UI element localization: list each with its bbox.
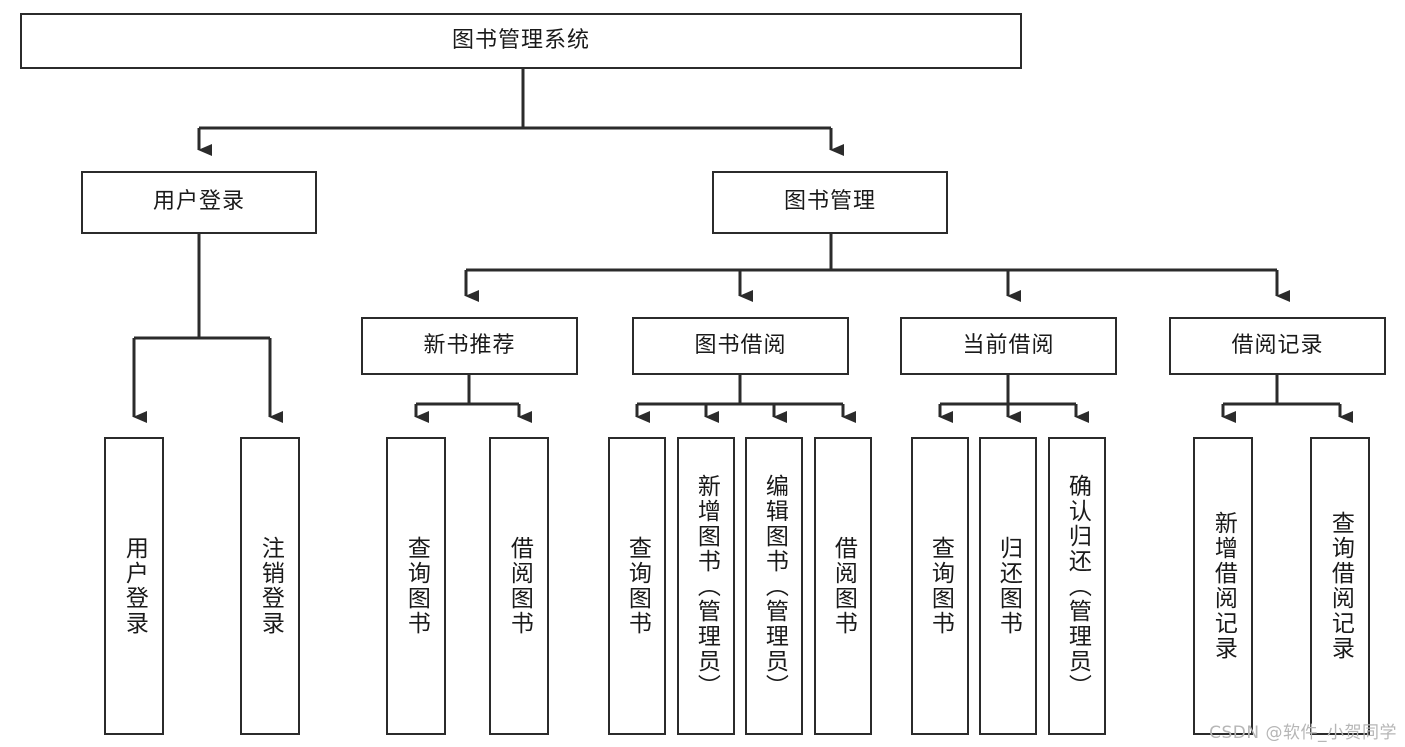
leaf-record-query-borrow-record[interactable]: 查询借阅记录 xyxy=(1310,437,1370,735)
node-label: 查询借阅记录 xyxy=(1327,511,1354,661)
leaf-borrow-add-book-admin[interactable]: 新增图书（管理员） xyxy=(677,437,735,735)
leaf-current-query-book[interactable]: 查询图书 xyxy=(911,437,969,735)
leaf-borrow-edit-book-admin[interactable]: 编辑图书（管理员） xyxy=(745,437,803,735)
leaf-borrow-query-book[interactable]: 查询图书 xyxy=(608,437,666,735)
leaf-new-book-borrow-book[interactable]: 借阅图书 xyxy=(489,437,549,735)
node-label: 确认归还（管理员） xyxy=(1064,473,1091,699)
node-label: 用户登录 xyxy=(152,189,245,215)
leaf-record-add-borrow-record[interactable]: 新增借阅记录 xyxy=(1193,437,1253,735)
node-borrow-record[interactable]: 借阅记录 xyxy=(1169,317,1386,375)
leaf-user-login-logout[interactable]: 注销登录 xyxy=(240,437,300,735)
node-root-book-management-system[interactable]: 图书管理系统 xyxy=(20,13,1022,69)
node-book-management[interactable]: 图书管理 xyxy=(712,171,948,234)
node-current-borrow[interactable]: 当前借阅 xyxy=(900,317,1117,375)
node-label: 图书管理 xyxy=(783,189,876,215)
node-label: 查询图书 xyxy=(927,536,954,636)
node-label: 借阅记录 xyxy=(1231,332,1324,358)
leaf-current-confirm-return-admin[interactable]: 确认归还（管理员） xyxy=(1048,437,1106,735)
node-label: 当前借阅 xyxy=(962,332,1055,358)
leaf-borrow-borrow-book[interactable]: 借阅图书 xyxy=(814,437,872,735)
node-label: 用户登录 xyxy=(121,536,148,636)
node-book-borrow[interactable]: 图书借阅 xyxy=(632,317,849,375)
node-label: 查询图书 xyxy=(403,536,430,636)
node-label: 图书管理系统 xyxy=(451,27,590,53)
node-label: 编辑图书（管理员） xyxy=(761,473,788,699)
node-label: 新增图书（管理员） xyxy=(693,473,720,699)
node-label: 借阅图书 xyxy=(830,536,857,636)
node-label: 归还图书 xyxy=(995,536,1022,636)
node-label: 新书推荐 xyxy=(423,332,516,358)
node-label: 新增借阅记录 xyxy=(1210,511,1237,661)
leaf-current-return-book[interactable]: 归还图书 xyxy=(979,437,1037,735)
leaf-user-login-login[interactable]: 用户登录 xyxy=(104,437,164,735)
node-new-book-recommend[interactable]: 新书推荐 xyxy=(361,317,578,375)
node-label: 图书借阅 xyxy=(694,332,787,358)
node-label: 借阅图书 xyxy=(506,536,533,636)
node-label: 注销登录 xyxy=(257,536,284,636)
leaf-new-book-query-book[interactable]: 查询图书 xyxy=(386,437,446,735)
node-user-login[interactable]: 用户登录 xyxy=(81,171,317,234)
node-label: 查询图书 xyxy=(624,536,651,636)
